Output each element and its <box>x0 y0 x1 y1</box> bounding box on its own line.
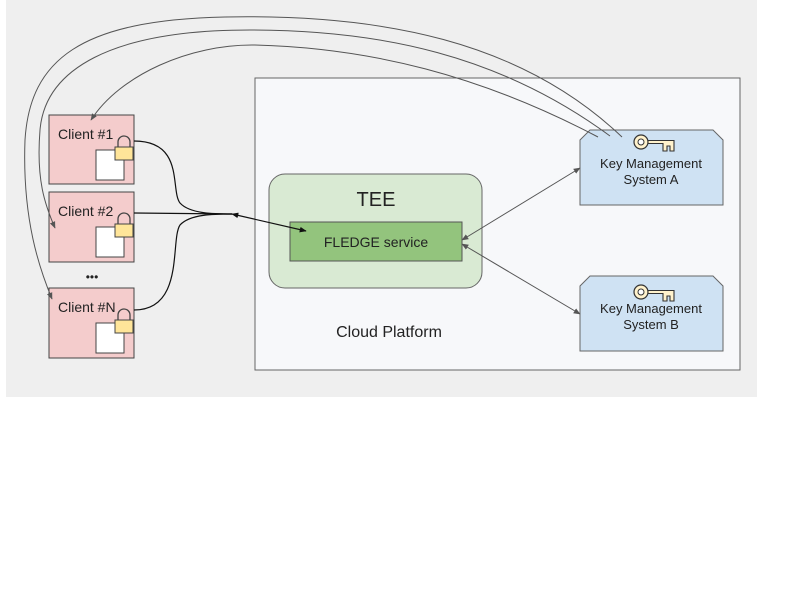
client-2-label: Client #2 <box>58 203 113 219</box>
kms-b-label-line2: System B <box>623 317 679 332</box>
fledge-service-label: FLEDGE service <box>324 234 428 250</box>
client-2-box: Client #2 <box>48 191 135 263</box>
client-n-connector <box>133 213 233 311</box>
fledge-kms-b-arrow <box>461 243 581 315</box>
kms-a-to-client-2-arrow <box>38 29 611 229</box>
fledge-service-box <box>289 221 463 262</box>
kms-b-box: Key Management System B <box>579 275 724 352</box>
fledge-kms-a-arrow <box>461 167 581 241</box>
kms-a-to-client-n-arrow <box>24 16 623 300</box>
kms-a-label-line2: System A <box>624 172 679 187</box>
client-1-box: Client #1 <box>48 114 135 185</box>
kms-a-to-client-1-arrow <box>90 44 599 138</box>
fledge-connector-arrow <box>231 212 307 233</box>
cloud-platform-label: Cloud Platform <box>336 324 442 341</box>
client-1-label: Client #1 <box>58 126 113 142</box>
client-n-label: Client #N <box>58 299 116 315</box>
kms-b-label-line1: Key Management <box>600 301 702 316</box>
clients-ellipsis: ••• <box>86 270 99 284</box>
client-n-box: Client #N <box>48 287 135 359</box>
tee-label: TEE <box>357 189 396 211</box>
kms-a-box: Key Management System A <box>579 129 724 206</box>
kms-a-label-line1: Key Management <box>600 156 702 171</box>
